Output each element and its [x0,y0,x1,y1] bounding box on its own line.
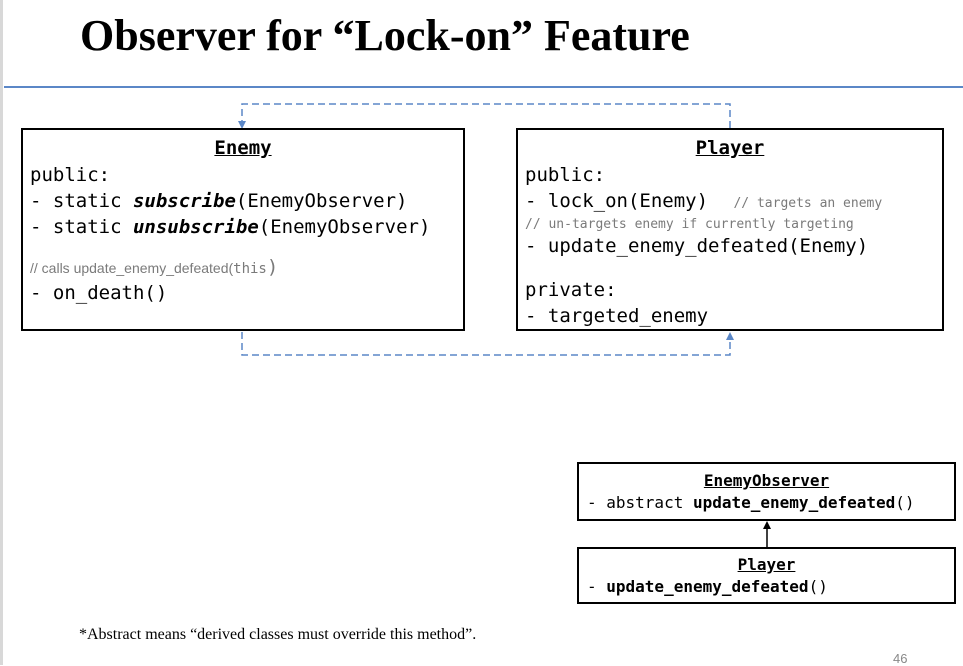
enemy-method-subscribe: - static subscribe(EnemyObserver) [30,188,456,214]
player-subclass-box: Player - update_enemy_defeated() [577,547,956,604]
enemy-observer-method: - abstract update_enemy_defeated() [587,492,946,514]
enemy-method-on-death: - on_death() [30,282,168,304]
enemy-method-unsubscribe-args: (EnemyObserver) [258,216,431,238]
enemy-comment-prefix: // calls update_enemy_defeated( [30,260,234,276]
enemy-method-unsubscribe-name: unsubscribe [132,216,259,238]
enemy-public-label: public: [30,164,111,186]
player-method-lock-on: - lock_on(Enemy) // targets an enemy [525,188,935,217]
enemy-method-unsubscribe: - static unsubscribe(EnemyObserver) [30,214,456,240]
player-field-targeted-enemy: - targeted_enemy [525,305,709,327]
enemy-method-subscribe-name: subscribe [132,190,236,212]
enemy-method-unsubscribe-prefix: - static [30,216,133,238]
player-class-name: Player [695,137,765,159]
player-method-update-enemy-defeated: - update_enemy_defeated(Enemy) [525,235,869,257]
player-spacer [525,259,935,277]
enemy-method-subscribe-args: (EnemyObserver) [235,190,408,212]
player-subclass-name: Player [737,555,796,574]
player-class-box: Player public: - lock_on(Enemy) // targe… [516,128,944,331]
arrowhead-to-enemy [238,121,246,129]
slide-left-edge [0,0,3,665]
footnote: *Abstract means “derived classes must ov… [79,626,477,643]
enemy-comment-suffix: ) [266,256,279,278]
dashed-connector-top [241,103,731,128]
enemy-observer-method-prefix: - abstract [587,493,693,512]
enemy-on-death-comment: // calls update_enemy_defeated(this) [30,256,456,280]
enemy-spacer [30,240,456,256]
title-divider [4,86,963,88]
player-subclass-method-name: update_enemy_defeated [606,577,809,596]
player-private-label: private: [525,279,617,301]
player-untarget-comment: // un-targets enemy if currently targeti… [525,217,854,232]
arrowhead-to-player [726,332,734,340]
page-number: 46 [893,651,908,666]
enemy-class-name: Enemy [214,137,272,159]
enemy-class-box: Enemy public: - static subscribe(EnemyOb… [21,128,465,331]
player-subclass-method-prefix: - [587,577,607,596]
player-subclass-method: - update_enemy_defeated() [587,576,946,598]
dashed-connector-bottom [241,332,731,356]
enemy-observer-method-suffix: () [895,493,915,512]
enemy-observer-method-name: update_enemy_defeated [692,493,896,512]
enemy-comment-this: this [233,261,267,277]
player-subclass-method-suffix: () [808,577,828,596]
enemy-method-subscribe-prefix: - static [30,190,133,212]
player-method-lock-on-signature: - lock_on(Enemy) [525,190,709,212]
player-public-label: public: [525,164,606,186]
enemy-observer-class-name: EnemyObserver [703,471,830,490]
slide-title: Observer for “Lock-on” Feature [80,11,690,60]
enemy-observer-class-box: EnemyObserver - abstract update_enemy_de… [577,462,956,521]
inheritance-arrowhead [763,521,771,529]
player-lock-on-comment: // targets an enemy [733,196,883,211]
